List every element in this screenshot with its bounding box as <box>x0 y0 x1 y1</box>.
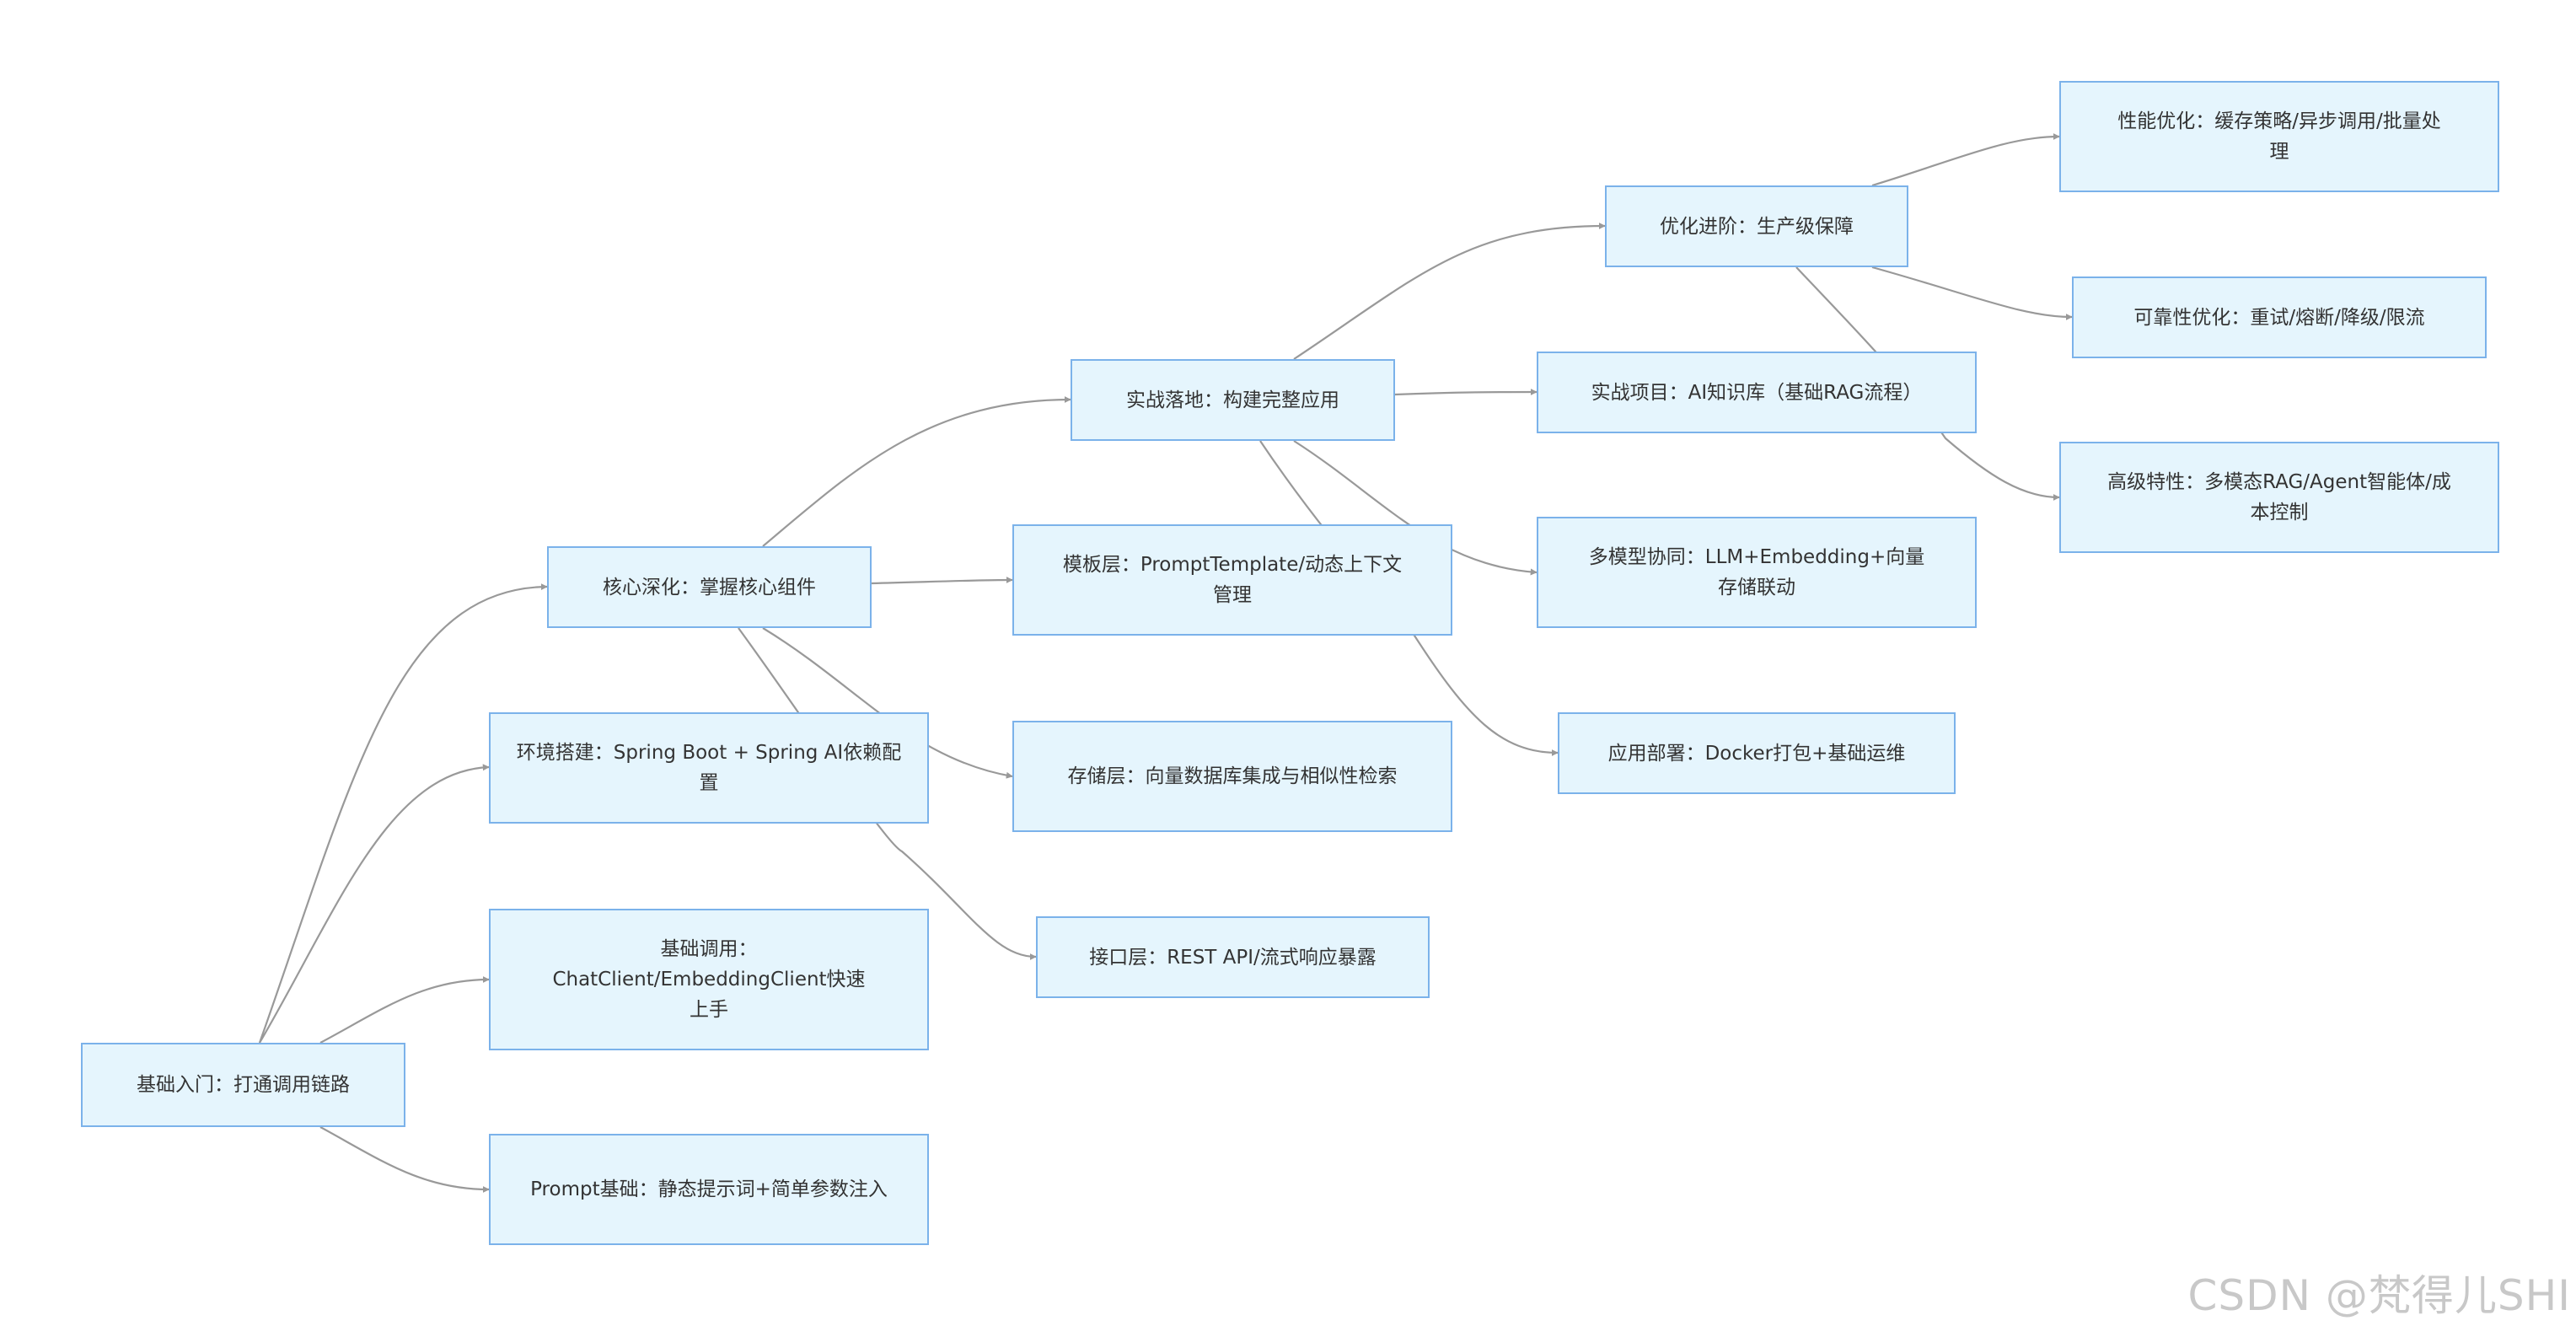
node-deploy: 应用部署：Docker打包+基础运维 <box>1558 712 1956 794</box>
edge-core-template <box>871 577 1013 585</box>
edge-basic-prompt <box>319 1126 490 1193</box>
node-perf: 性能优化：缓存策略/异步调用/批量处理 <box>2059 81 2499 192</box>
node-optimize: 优化进阶：生产级保障 <box>1605 185 1908 267</box>
edge-basic-core <box>258 583 548 1044</box>
node-storage: 存储层：向量数据库集成与相似性检索 <box>1012 721 1452 832</box>
node-api: 接口层：REST API/流式响应暴露 <box>1036 916 1430 998</box>
node-project: 实战项目：AI知识库（基础RAG流程） <box>1537 352 1977 433</box>
node-label: 可靠性优化：重试/熔断/降级/限流 <box>2133 306 2425 329</box>
node-label: 性能优化：缓存策略/异步调用/批量处理 <box>2117 110 2441 163</box>
node-label: 模板层：PromptTemplate/动态上下文管理 <box>1062 554 1403 606</box>
node-label: Prompt基础：静态提示词+简单参数注入 <box>530 1178 888 1200</box>
node-reliab: 可靠性优化：重试/熔断/降级/限流 <box>2072 276 2487 358</box>
node-core: 核心深化：掌握核心组件 <box>547 546 872 628</box>
node-template: 模板层：PromptTemplate/动态上下文管理 <box>1012 524 1452 636</box>
node-label: 环境搭建：Spring Boot + Spring AI依赖配置 <box>516 742 902 794</box>
node-prompt: Prompt基础：静态提示词+简单参数注入 <box>489 1134 929 1245</box>
edge-basic-call <box>319 976 490 1044</box>
node-label: 应用部署：Docker打包+基础运维 <box>1607 742 1906 765</box>
node-basic: 基础入门：打通调用链路 <box>81 1043 405 1127</box>
node-label: 多模型协同：LLM+Embedding+向量存储联动 <box>1588 546 1925 599</box>
node-label: 实战落地：构建完整应用 <box>1126 389 1339 411</box>
edge-optimize-perf <box>1871 133 2060 187</box>
edge-practice-optimize <box>1293 223 1606 360</box>
node-advanced: 高级特性：多模态RAG/Agent智能体/成本控制 <box>2059 442 2499 553</box>
edge-optimize-reliab <box>1871 266 2073 320</box>
node-label: 基础入门：打通调用链路 <box>137 1074 350 1096</box>
node-label: 核心深化：掌握核心组件 <box>603 576 816 599</box>
edge-basic-env <box>259 764 490 1044</box>
node-practice: 实战落地：构建完整应用 <box>1071 359 1395 441</box>
node-label: 优化进阶：生产级保障 <box>1660 215 1854 238</box>
edge-practice-project <box>1394 389 1538 396</box>
node-multi: 多模型协同：LLM+Embedding+向量存储联动 <box>1537 517 1977 628</box>
node-call: 基础调用：ChatClient/EmbeddingClient快速上手 <box>489 909 929 1050</box>
node-label: 高级特性：多模态RAG/Agent智能体/成本控制 <box>2107 471 2451 523</box>
node-label: 基础调用：ChatClient/EmbeddingClient快速上手 <box>552 938 866 1021</box>
node-label: 接口层：REST API/流式响应暴露 <box>1089 946 1377 969</box>
edge-core-api <box>738 627 1037 960</box>
watermark-text: CSDN @梵得儿SHI <box>2187 1271 2571 1320</box>
edge-core-practice <box>762 396 1071 547</box>
node-label: 存储层：向量数据库集成与相似性检索 <box>1067 765 1398 787</box>
node-label: 实战项目：AI知识库（基础RAG流程） <box>1591 381 1923 404</box>
node-env: 环境搭建：Spring Boot + Spring AI依赖配置 <box>489 712 929 824</box>
